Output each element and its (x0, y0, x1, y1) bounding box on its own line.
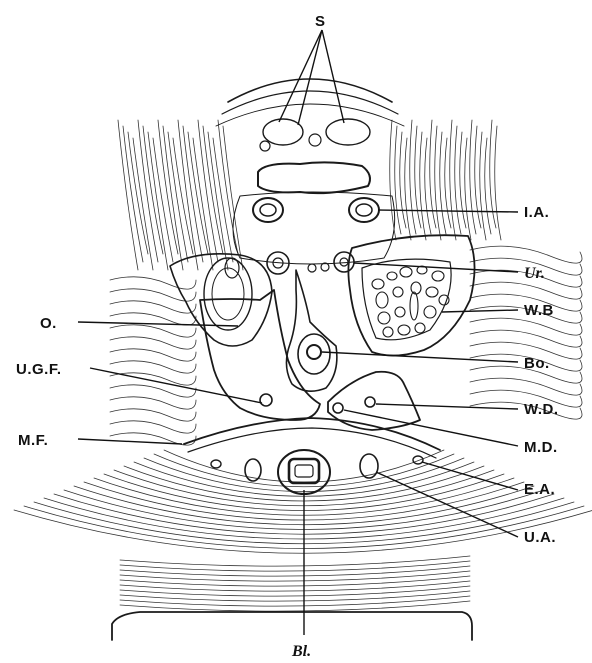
label-ur: Ur. (524, 265, 545, 282)
label-bl: Bl. (291, 643, 311, 660)
label-ua: U.A. (524, 529, 556, 546)
label-md: M.D. (524, 439, 558, 456)
right-wolffian-body (348, 235, 474, 355)
sacral-nerves (260, 119, 370, 151)
muscle-fibers (14, 120, 592, 611)
label-s: S (315, 13, 326, 30)
label-wd: W.D. (524, 401, 559, 418)
vertebra (258, 162, 370, 193)
label-wb: W.B (524, 302, 554, 319)
sacrum-arc (216, 79, 404, 126)
label-ia: I.A. (524, 204, 549, 221)
figure-labels: S I.A. Ur. W.B Bo. W.D. M.D. E.A. U.A. O… (16, 13, 559, 660)
left-urogenital-fold (200, 290, 320, 420)
label-mf: M.F. (18, 432, 48, 449)
label-ea: E.A. (524, 481, 555, 498)
label-ugf: U.G.F. (16, 361, 62, 378)
label-o: O. (40, 315, 57, 332)
perineum-border (112, 612, 472, 640)
internal-iliac-arteries (253, 198, 379, 222)
label-bo: Bo. (524, 355, 550, 372)
